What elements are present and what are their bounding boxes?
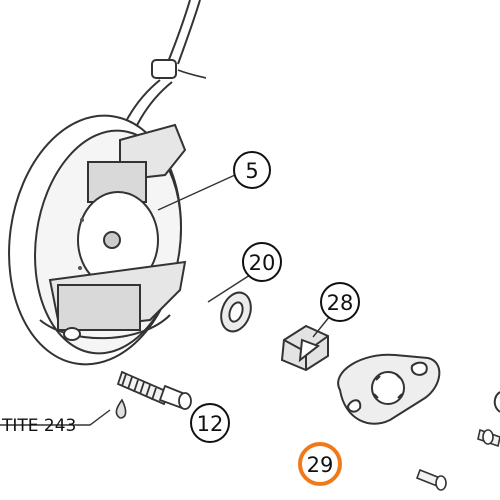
callout-28[interactable]: 28 (320, 282, 360, 322)
callout-12[interactable]: 12 (190, 403, 230, 443)
callout-12-label: 12 (197, 412, 224, 436)
leader-lines (0, 174, 331, 426)
callout-29[interactable]: 29 (298, 442, 342, 486)
part-edge-right (493, 391, 500, 413)
small-screw-lower[interactable] (415, 468, 447, 491)
washer-20[interactable] (216, 288, 256, 335)
loctite-droplet-icon (115, 398, 127, 419)
loctite-note: TITE 243 (1, 416, 76, 436)
callout-20[interactable]: 20 (242, 242, 282, 282)
callout-5[interactable]: 5 (233, 151, 271, 189)
callout-20-label: 20 (249, 251, 276, 275)
callout-5-label: 5 (245, 159, 258, 183)
plate-29[interactable] (337, 353, 441, 425)
part-28[interactable] (280, 324, 329, 372)
callout-29-label: 29 (307, 453, 334, 477)
small-screw-right[interactable] (477, 428, 500, 448)
stator-body (8, 114, 187, 366)
screw-12[interactable] (116, 370, 192, 410)
callout-28-label: 28 (327, 291, 354, 315)
stator-cable (111, 0, 207, 163)
